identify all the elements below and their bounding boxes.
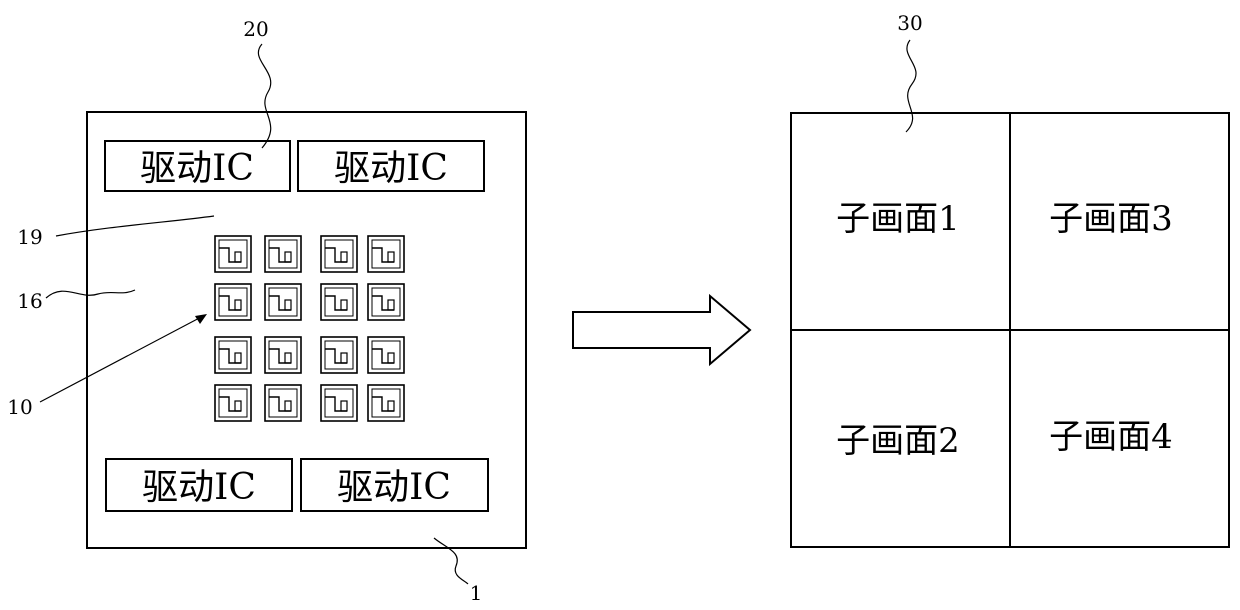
leader-16: 16	[17, 289, 135, 313]
pixel-unit	[321, 385, 357, 421]
pixel-unit	[215, 337, 251, 373]
pixel-unit	[321, 284, 357, 320]
driver-ic-label: 驱动IC	[334, 148, 448, 189]
pixel-array	[215, 236, 404, 421]
pixel-unit	[265, 337, 301, 373]
pixel-unit	[321, 236, 357, 272]
ref-numeral-30: 30	[897, 11, 922, 35]
subscreen-3-label: 子画面3	[1049, 199, 1173, 239]
pixel-unit	[215, 284, 251, 320]
pixel-unit	[215, 236, 251, 272]
ref-numeral-19: 19	[17, 225, 42, 249]
pixel-unit	[265, 236, 301, 272]
driver-ic-top-right: 驱动IC	[298, 141, 484, 191]
subscreen-2-label: 子画面2	[836, 421, 960, 461]
scan-line	[176, 191, 212, 275]
subscreen-4-label: 子画面4	[1049, 417, 1173, 457]
pixel-unit	[321, 337, 357, 373]
ref-numeral-16: 16	[17, 289, 42, 313]
ref-numeral-1: 1	[470, 581, 483, 605]
driver-ic-label: 驱动IC	[142, 467, 256, 508]
pixel-unit	[368, 385, 404, 421]
scan-line	[176, 424, 212, 459]
pixel-unit	[368, 236, 404, 272]
driver-ic-label: 驱动IC	[140, 148, 254, 189]
pixel-unit	[215, 385, 251, 421]
right-hollow-arrow-icon	[573, 296, 750, 364]
pixel-unit	[265, 385, 301, 421]
leader-20: 20	[243, 17, 270, 148]
screen-30: 子画面1 子画面2 子画面3 子画面4	[791, 113, 1229, 547]
ref-numeral-10: 10	[7, 395, 32, 419]
leader-19: 19	[17, 216, 214, 249]
driver-ic-bottom-right: 驱动IC	[301, 459, 488, 511]
pixel-unit	[265, 284, 301, 320]
driver-ic-bottom-left: 驱动IC	[106, 459, 292, 511]
pixel-unit	[368, 284, 404, 320]
driver-ic-label: 驱动IC	[337, 467, 451, 508]
driver-ic-top-left: 驱动IC	[105, 141, 290, 191]
subscreen-1-label: 子画面1	[836, 199, 960, 239]
pixel-unit	[368, 337, 404, 373]
leader-10: 10	[7, 314, 207, 419]
ref-numeral-20: 20	[243, 17, 268, 41]
